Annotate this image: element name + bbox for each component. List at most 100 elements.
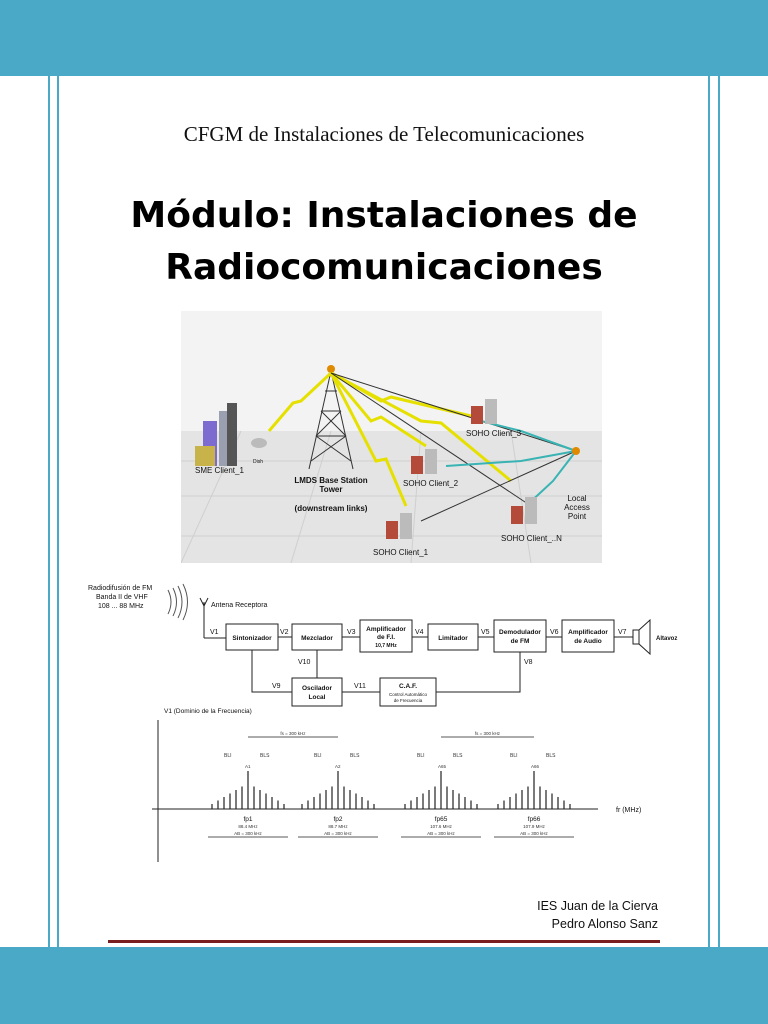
block-caf-3: de Frecuencia	[394, 698, 423, 703]
channel-ab: AB = 300 kHz	[234, 831, 262, 836]
channel-bli: BLI	[417, 753, 425, 759]
soho3-label: SOHO Client_3	[466, 429, 522, 438]
module-title-line-2: Radiocomunicaciones	[165, 247, 603, 288]
lmds-network-svg: SME Client_1 Dish LMDS Base Station Towe…	[180, 311, 602, 564]
left-margin-line-inner	[57, 0, 59, 1024]
channel-freq: 88.7 MHz	[328, 824, 348, 829]
block-demod-1: Demodulador	[499, 629, 541, 636]
block-demod-2: de FM	[511, 638, 530, 645]
author-name: Pedro Alonso Sanz	[551, 917, 658, 931]
block-amp-audio-1: Amplificador	[568, 629, 608, 636]
spectrum-axis-label: fr (MHz)	[616, 807, 641, 814]
signal-v10: V10	[298, 659, 311, 666]
block-amp-fi-3: 10,7 MHz	[375, 643, 397, 649]
block-caf-1: C.A.F.	[399, 683, 417, 690]
block-altavoz: Altavoz	[656, 636, 677, 642]
soho1-label: SOHO Client_1	[373, 548, 429, 557]
bottom-footer-band	[0, 947, 768, 1024]
source-label-1: Radiodifusión de FM	[88, 585, 152, 592]
spectrum-title: V1 (Dominio de la Frecuencia)	[164, 708, 252, 715]
right-margin-line-inner	[708, 0, 710, 1024]
channel-bls: BLS	[453, 753, 463, 759]
course-subtitle: CFGM de Instalaciones de Telecomunicacio…	[183, 122, 585, 146]
channel-bli: BLI	[224, 753, 232, 759]
tower-label: LMDS Base Station	[294, 476, 367, 485]
sohon-label: SOHO Client_..N	[501, 534, 562, 543]
channel-freq: 88.4 MHz	[238, 824, 258, 829]
channel-carrier: A1	[245, 764, 251, 769]
tower-icon	[308, 370, 354, 470]
speaker-icon	[632, 618, 651, 656]
block-caf-2: Control Automático	[389, 692, 428, 697]
channel-name: fp1	[243, 816, 252, 823]
source-label-3: 108 ... 88 MHz	[98, 603, 144, 610]
soho2-label: SOHO Client_2	[403, 479, 459, 488]
ap-label-1: Local	[567, 494, 586, 503]
left-margin-line	[48, 0, 50, 1024]
footer-rule	[108, 940, 660, 943]
antenna-icon	[199, 597, 226, 639]
fm-receiver-diagram: Radiodifusión de FM Banda II de VHF 108 …	[88, 580, 680, 866]
block-mezclador: Mezclador	[301, 635, 333, 642]
signal-v4: V4	[415, 629, 424, 636]
radio-waves-icon	[167, 583, 188, 621]
channel-bli: BLI	[314, 753, 322, 759]
authors-block: IES Juan de la Cierva Pedro Alonso Sanz	[537, 897, 658, 933]
block-osc-1: Oscilador	[302, 685, 332, 692]
signal-v8: V8	[524, 659, 533, 666]
channel-bls: BLS	[350, 753, 360, 759]
channel-carrier: A2	[335, 764, 341, 769]
dish-icon	[251, 438, 267, 448]
channel-ab: AB = 300 kHz	[520, 831, 548, 836]
signal-v9: V9	[272, 683, 281, 690]
ap-label-2: Access	[564, 503, 590, 512]
sme-buildings-icon	[195, 403, 237, 466]
channel-bls: BLS	[546, 753, 556, 759]
block-amp-fi-1: Amplificador	[366, 626, 406, 633]
access-point-icon	[572, 447, 580, 455]
signal-v11: V11	[354, 683, 366, 690]
block-amp-fi-2: de F.I.	[377, 634, 395, 641]
block-sintonizador: Sintonizador	[232, 635, 272, 642]
channel-freq: 107.9 MHz	[523, 824, 546, 829]
block-osc-2: Local	[309, 694, 326, 701]
module-title-line-1: Módulo: Instalaciones de	[130, 195, 638, 236]
source-label-2: Banda II de VHF	[96, 594, 148, 601]
channel-ab: AB = 300 kHz	[427, 831, 455, 836]
spectrum-axes	[152, 720, 598, 862]
channel-name: fp2	[333, 816, 342, 823]
school-name: IES Juan de la Cierva	[537, 899, 658, 913]
downstream-label: (downstream links)	[295, 504, 368, 513]
right-margin-line	[718, 0, 720, 1024]
channel-carrier: A66	[531, 764, 540, 769]
sme-client-label: SME Client_1	[195, 466, 244, 475]
block-amp-audio-2: de Audio	[574, 638, 602, 645]
channel-carrier: A65	[438, 764, 447, 769]
fs-span-label: fs = 300 kHz	[475, 731, 501, 736]
fm-receiver-svg: Radiodifusión de FM Banda II de VHF 108 …	[88, 583, 677, 862]
channel-name: fp65	[435, 816, 448, 823]
channel-ab: AB = 300 kHz	[324, 831, 352, 836]
channel-bls: BLS	[260, 753, 270, 759]
lmds-network-illustration: SME Client_1 Dish LMDS Base Station Towe…	[180, 311, 602, 564]
dish-label: Dish	[253, 459, 263, 465]
signal-v1: V1	[210, 629, 219, 636]
top-header-band	[0, 0, 768, 76]
tower-beacon-icon	[327, 365, 335, 373]
signal-v2: V2	[280, 629, 289, 636]
channel-name: fp66	[528, 816, 541, 823]
antenna-label: Antena Receptora	[211, 602, 268, 609]
block-limitador: Limitador	[438, 635, 468, 642]
fs-span-label: fs = 300 kHz	[280, 731, 306, 736]
channel-freq: 107.6 MHz	[430, 824, 453, 829]
signal-v5: V5	[481, 629, 490, 636]
signal-v7: V7	[618, 629, 627, 636]
signal-v3: V3	[347, 629, 356, 636]
channel-bli: BLI	[510, 753, 518, 759]
signal-v6: V6	[550, 629, 559, 636]
